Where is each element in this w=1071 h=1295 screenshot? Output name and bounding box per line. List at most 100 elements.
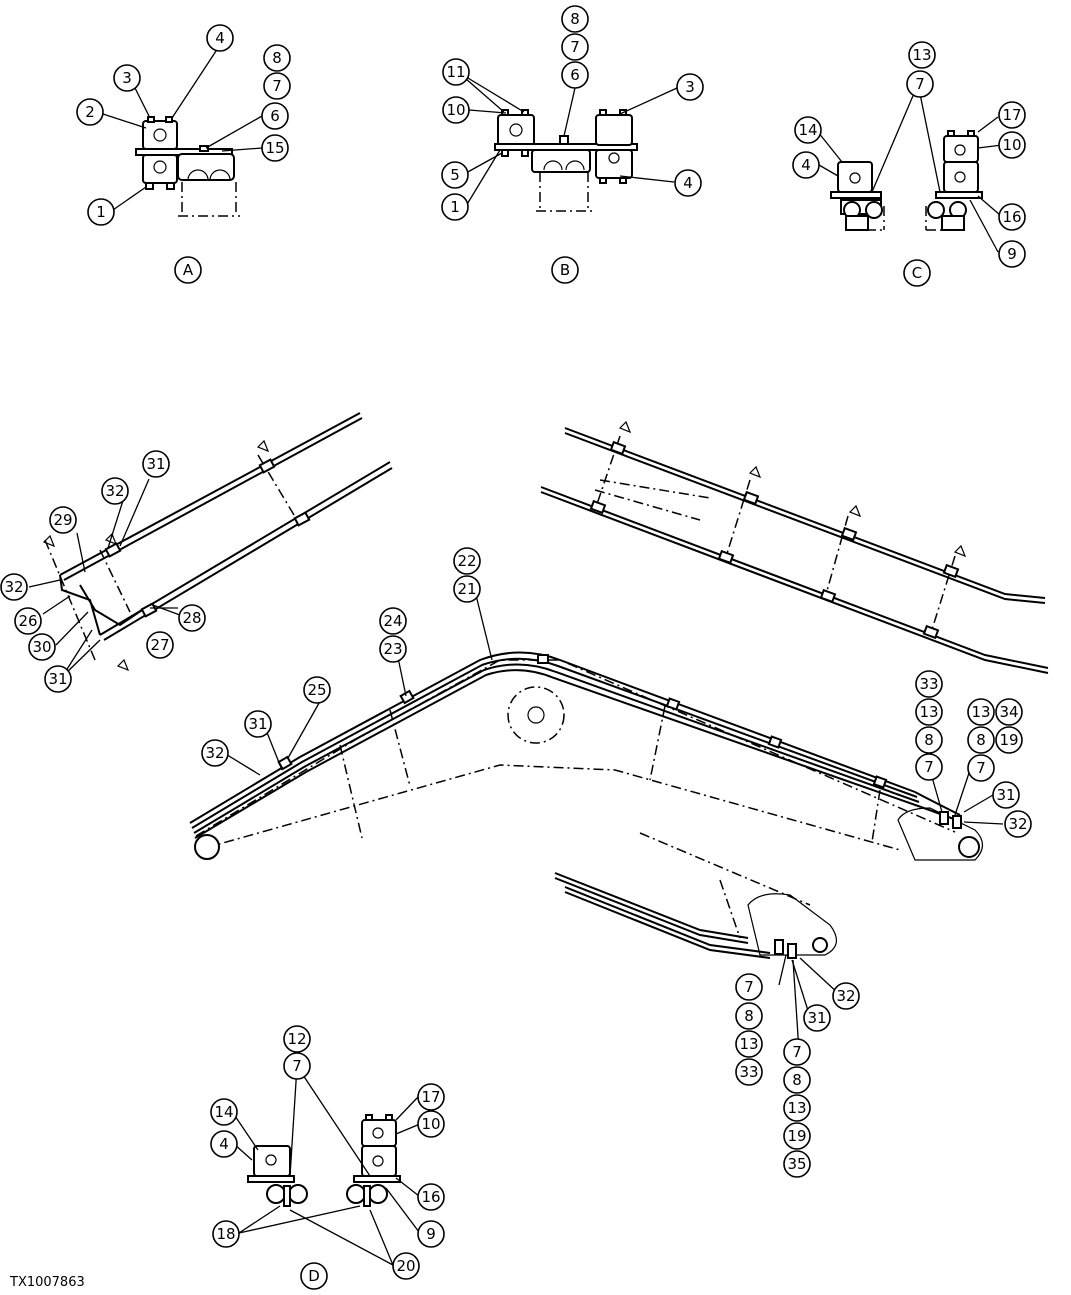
callout-part-8: 8 <box>735 1002 763 1030</box>
arm-end-detail <box>554 832 837 959</box>
callout-part-18: 18 <box>212 1220 240 1248</box>
svg-text:13: 13 <box>787 1099 806 1117</box>
svg-text:13: 13 <box>971 703 990 721</box>
callout-part-6: 6 <box>261 102 289 130</box>
callout-part-13: 13 <box>735 1030 763 1058</box>
callout-part-30: 30 <box>28 633 56 661</box>
callout-part-26: 26 <box>14 607 42 635</box>
svg-text:A: A <box>183 261 194 279</box>
callout-part-27: 27 <box>146 631 174 659</box>
callout-part-32: 32 <box>201 739 229 767</box>
callout-part-13: 13 <box>915 698 943 726</box>
svg-text:7: 7 <box>924 758 934 776</box>
callout-part-9: 9 <box>998 240 1026 268</box>
svg-text:23: 23 <box>383 640 402 658</box>
svg-text:7: 7 <box>976 759 986 777</box>
svg-text:31: 31 <box>996 786 1015 804</box>
svg-text:33: 33 <box>739 1063 758 1081</box>
callout-part-19: 19 <box>995 726 1023 754</box>
svg-text:4: 4 <box>801 156 811 174</box>
callout-part-35: 35 <box>783 1150 811 1178</box>
view-label-b: B <box>551 256 579 284</box>
boom-detail-upper-right <box>540 420 1049 674</box>
callout-part-13: 13 <box>967 698 995 726</box>
svg-text:4: 4 <box>215 29 225 47</box>
svg-text:3: 3 <box>122 69 132 87</box>
svg-text:14: 14 <box>798 121 817 139</box>
callouts-main-boom: 21 22 23 24 25 31 31 32 32 33 13 8 7 13 … <box>201 547 1032 838</box>
callout-part-4: 4 <box>674 169 702 197</box>
svg-text:18: 18 <box>216 1225 235 1243</box>
svg-text:26: 26 <box>18 612 37 630</box>
callout-part-29: 29 <box>49 506 77 534</box>
svg-text:31: 31 <box>146 455 165 473</box>
svg-text:7: 7 <box>744 978 754 996</box>
svg-text:5: 5 <box>450 166 460 184</box>
callout-part-7: 7 <box>915 753 943 781</box>
callout-part-12: 12 <box>283 1025 311 1053</box>
callout-part-23: 23 <box>379 635 407 663</box>
svg-text:14: 14 <box>214 1103 233 1121</box>
svg-text:1: 1 <box>450 198 460 216</box>
callout-part-25: 25 <box>303 676 331 704</box>
view-label-a: A <box>174 256 202 284</box>
callout-part-33: 33 <box>915 670 943 698</box>
callout-part-32: 32 <box>832 982 860 1010</box>
svg-text:31: 31 <box>248 715 267 733</box>
callout-part-9: 9 <box>417 1220 445 1248</box>
svg-text:30: 30 <box>32 638 51 656</box>
callout-part-6: 6 <box>561 61 589 89</box>
callout-part-17: 17 <box>417 1083 445 1111</box>
callout-part-24: 24 <box>379 607 407 635</box>
callout-part-4: 4 <box>210 1130 238 1158</box>
svg-text:25: 25 <box>307 681 326 699</box>
callout-part-14: 14 <box>210 1098 238 1126</box>
callout-part-32: 32 <box>0 573 28 601</box>
callouts-view-c: 4 7 9 10 13 14 16 17 <box>792 41 1026 268</box>
svg-text:12: 12 <box>287 1030 306 1048</box>
callout-part-11: 11 <box>442 58 470 86</box>
callouts-arm-end: 7 8 13 33 7 8 13 19 35 31 32 <box>735 973 860 1178</box>
svg-text:19: 19 <box>999 731 1018 749</box>
svg-text:29: 29 <box>53 511 72 529</box>
svg-text:17: 17 <box>1002 106 1021 124</box>
callouts-view-a: 1 2 3 4 6 7 8 15 <box>76 24 291 226</box>
callout-part-7: 7 <box>783 1038 811 1066</box>
svg-text:8: 8 <box>744 1007 754 1025</box>
svg-text:24: 24 <box>383 612 402 630</box>
callout-part-21: 21 <box>453 575 481 603</box>
callout-part-3: 3 <box>676 73 704 101</box>
callout-part-10: 10 <box>442 96 470 124</box>
svg-text:13: 13 <box>739 1035 758 1053</box>
callout-part-1: 1 <box>441 193 469 221</box>
svg-text:4: 4 <box>219 1135 229 1153</box>
svg-text:10: 10 <box>421 1115 440 1133</box>
callouts-view-b: 1 3 4 5 6 7 8 10 11 <box>441 5 704 221</box>
svg-text:34: 34 <box>999 703 1018 721</box>
svg-text:6: 6 <box>270 107 280 125</box>
svg-text:7: 7 <box>570 38 580 56</box>
svg-text:19: 19 <box>787 1127 806 1145</box>
view-label-c: C <box>903 259 931 287</box>
callout-part-13: 13 <box>908 41 936 69</box>
callout-part-7: 7 <box>561 33 589 61</box>
svg-text:16: 16 <box>1002 208 1021 226</box>
callout-part-7: 7 <box>283 1052 311 1080</box>
svg-text:4: 4 <box>683 174 693 192</box>
callout-part-8: 8 <box>967 726 995 754</box>
callout-part-20: 20 <box>392 1252 420 1280</box>
callout-part-19: 19 <box>783 1122 811 1150</box>
svg-text:32: 32 <box>836 987 855 1005</box>
callout-part-31: 31 <box>244 710 272 738</box>
callout-part-33: 33 <box>735 1058 763 1086</box>
view-labels: A B C D <box>174 256 931 1290</box>
svg-text:2: 2 <box>85 103 95 121</box>
svg-text:10: 10 <box>446 101 465 119</box>
callout-part-4: 4 <box>792 151 820 179</box>
svg-text:11: 11 <box>446 63 465 81</box>
callout-part-8: 8 <box>263 44 291 72</box>
callout-part-28: 28 <box>178 604 206 632</box>
svg-text:6: 6 <box>570 66 580 84</box>
svg-text:20: 20 <box>396 1257 415 1275</box>
